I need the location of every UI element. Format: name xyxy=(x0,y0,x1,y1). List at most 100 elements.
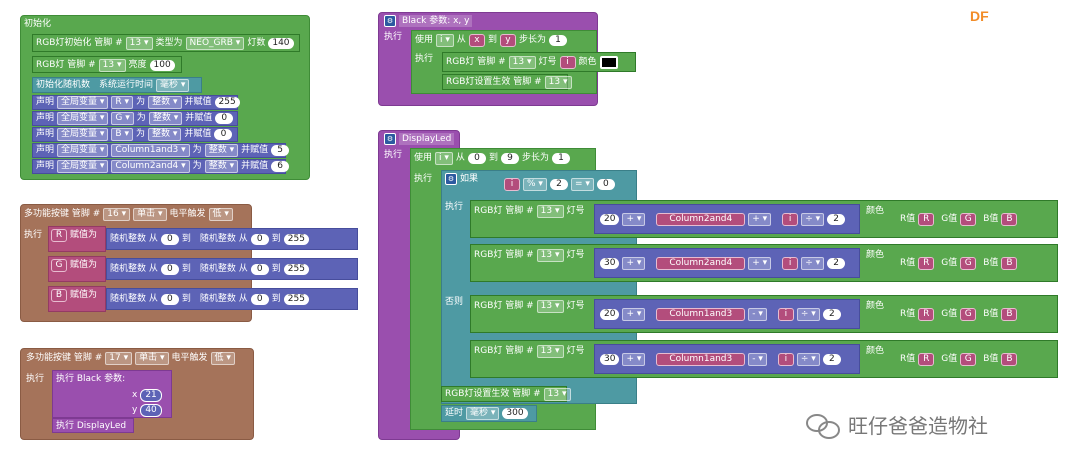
var-x[interactable]: x xyxy=(468,33,485,47)
value-field[interactable]: 6 xyxy=(271,160,290,172)
var-dropdown[interactable]: G xyxy=(51,258,67,272)
column-var[interactable]: Column1and3 xyxy=(656,352,746,366)
var-name-field[interactable]: G xyxy=(111,111,134,125)
type-dropdown[interactable]: 整数 xyxy=(204,159,239,173)
color-row[interactable]: 颜色 xyxy=(866,250,885,260)
type-dropdown[interactable]: NEO_GRB xyxy=(185,36,245,50)
var-i[interactable]: i xyxy=(782,212,799,226)
column-var[interactable]: Column1and3 xyxy=(656,307,746,321)
divisor-field[interactable]: 2 xyxy=(822,308,841,320)
color-row[interactable]: 颜色 xyxy=(866,206,885,216)
var-r[interactable]: R xyxy=(918,256,935,270)
from-field[interactable]: 0 xyxy=(160,233,179,245)
x-field[interactable]: 21 xyxy=(140,388,162,402)
op-dropdown[interactable]: - xyxy=(748,307,767,321)
column-var[interactable]: Column2and4 xyxy=(656,212,746,226)
from-field[interactable]: 0 xyxy=(250,263,269,275)
declare-var-row[interactable]: 声明全局变量B为整数并赋值0 xyxy=(36,127,233,141)
base-field[interactable]: 30 xyxy=(600,353,620,365)
y-field[interactable]: 40 xyxy=(140,403,162,417)
scope-dropdown[interactable]: 全局变量 xyxy=(57,127,109,141)
var-i[interactable]: i xyxy=(777,352,794,366)
pin-dropdown[interactable]: 13 xyxy=(536,248,564,262)
var-b[interactable]: B xyxy=(1001,352,1018,366)
rgb-set-row[interactable]: RGB灯 管脚 #13灯号 xyxy=(474,248,585,262)
color-row[interactable]: 颜色 xyxy=(866,301,885,311)
index-expr[interactable]: 20+Column1and3-i÷2 xyxy=(600,307,841,321)
unit-dropdown[interactable]: 毫秒 xyxy=(466,406,500,420)
var-dropdown[interactable]: B xyxy=(51,288,67,302)
from-field[interactable]: 0 xyxy=(160,293,179,305)
brightness-field[interactable]: 100 xyxy=(149,59,175,71)
op-dropdown[interactable]: + xyxy=(622,352,646,366)
declare-var-row[interactable]: 声明全局变量Column2and4为整数并赋值6 xyxy=(36,159,290,173)
value-field[interactable]: 255 xyxy=(214,96,240,108)
declare-var-row[interactable]: 声明全局变量Column1and3为整数并赋值5 xyxy=(36,143,290,157)
var-g[interactable]: G xyxy=(960,307,977,321)
step-field[interactable]: 1 xyxy=(548,34,567,46)
level-dropdown[interactable]: 低 xyxy=(210,351,235,365)
type-dropdown[interactable]: 整数 xyxy=(148,127,182,141)
value-field[interactable]: 0 xyxy=(215,112,234,124)
random-seed-row[interactable]: 初始化随机数系统运行时间毫秒 xyxy=(36,78,190,92)
var-r[interactable]: R xyxy=(918,307,935,321)
op-dropdown[interactable]: + xyxy=(748,256,772,270)
type-dropdown[interactable]: 整数 xyxy=(148,111,183,125)
var-dropdown[interactable]: R xyxy=(51,228,67,242)
rgb-set-row[interactable]: RGB灯 管脚 #13灯号 xyxy=(474,204,585,218)
divisor-field[interactable]: 2 xyxy=(827,257,846,269)
mode-dropdown[interactable]: 单击 xyxy=(133,207,167,221)
color-row[interactable]: 颜色 xyxy=(866,346,885,356)
gear-icon[interactable]: ⚙ xyxy=(384,133,396,145)
declare-var-row[interactable]: 声明全局变量G为整数并赋值0 xyxy=(36,111,234,125)
pin-dropdown[interactable]: 13 xyxy=(536,344,564,358)
from-field[interactable]: 0 xyxy=(160,263,179,275)
var-b[interactable]: B xyxy=(1001,307,1018,321)
var-name-field[interactable]: Column2and4 xyxy=(111,159,190,173)
divisor-field[interactable]: 2 xyxy=(827,213,846,225)
loop-var[interactable]: i xyxy=(435,151,453,165)
gear-icon[interactable]: ⚙ xyxy=(384,15,396,27)
rgb-set-black[interactable] xyxy=(442,52,636,72)
led-count-field[interactable]: 140 xyxy=(268,37,294,49)
value-field[interactable]: 5 xyxy=(271,144,290,156)
var-g[interactable]: G xyxy=(960,256,977,270)
scope-dropdown[interactable]: 全局变量 xyxy=(57,111,109,125)
scope-dropdown[interactable]: 全局变量 xyxy=(57,95,109,109)
to-field[interactable]: 255 xyxy=(283,263,309,275)
pin-dropdown[interactable]: 13 xyxy=(544,75,572,89)
op-dropdown[interactable]: ÷ xyxy=(801,212,825,226)
pin-dropdown[interactable]: 13 xyxy=(536,299,564,313)
var-name-field[interactable]: R xyxy=(111,95,134,109)
pin-dropdown[interactable]: 13 xyxy=(543,387,571,401)
color-swatch[interactable] xyxy=(599,55,618,69)
var-b[interactable]: B xyxy=(1001,212,1018,226)
var-name-field[interactable]: B xyxy=(111,127,133,141)
op-dropdown[interactable]: ÷ xyxy=(801,256,825,270)
var-b[interactable]: B xyxy=(1001,256,1018,270)
op-dropdown[interactable]: + xyxy=(622,256,646,270)
var-i[interactable]: i xyxy=(782,256,799,270)
unit-dropdown[interactable]: 毫秒 xyxy=(156,78,190,92)
var-r[interactable]: R xyxy=(918,212,935,226)
var-i[interactable]: i xyxy=(559,55,576,69)
column-var[interactable]: Column2and4 xyxy=(656,256,746,270)
scope-dropdown[interactable]: 全局变量 xyxy=(57,143,109,157)
var-name-field[interactable]: Column1and3 xyxy=(111,143,190,157)
button17-header[interactable]: 多功能按键 管脚 #17 单击电平触发 低 xyxy=(26,351,235,365)
op-dropdown[interactable]: ÷ xyxy=(796,307,820,321)
step-field[interactable]: 1 xyxy=(551,152,570,164)
delay-field[interactable]: 300 xyxy=(502,407,528,419)
pin-dropdown[interactable]: 13 xyxy=(536,204,564,218)
op-dropdown[interactable]: + xyxy=(622,212,646,226)
